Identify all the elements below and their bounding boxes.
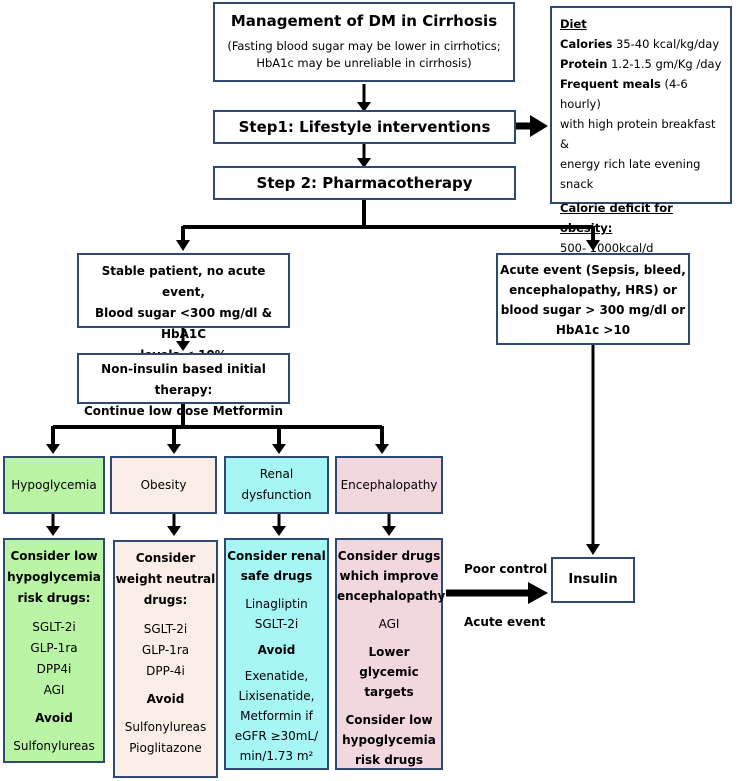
- stable-line2: Blood sugar <300 mg/dl & HbA1C: [94, 306, 273, 341]
- hypo-heading-2: hypoglycemia: [7, 570, 101, 584]
- obesity-detail-box: Consider weight neutral drugs: SGLT-2i G…: [113, 540, 218, 778]
- enceph-consider-1: Consider low: [345, 713, 433, 727]
- insulin-label: Insulin: [568, 572, 618, 587]
- renal-avoid-3: Metformin if: [240, 709, 313, 723]
- deficit-value: 500- 1000kcal/d: [560, 241, 654, 255]
- stable-patient-box: Stable patient, no acute event, Blood su…: [77, 253, 290, 362]
- step2-label: Step 2: Pharmacotherapy: [256, 174, 473, 192]
- obesity-drug-3: DPP-4i: [146, 664, 185, 678]
- renal-avoid-5: min/1.73 m²: [239, 749, 314, 763]
- renal-detail-box: Consider renal safe drugs Linagliptin SG…: [224, 538, 329, 770]
- calories-value: 35-40 kcal/kg/day: [612, 37, 720, 51]
- insulin-box: Insulin: [551, 557, 635, 603]
- title-note-line1: (Fasting blood sugar may be lower in cir…: [227, 39, 501, 53]
- hypo-drug-2: GLP-1ra: [30, 641, 78, 655]
- branch-noninsulin: [51, 404, 384, 446]
- category-renal: Renal dysfunction: [224, 456, 329, 514]
- acute-event-label: Acute event: [464, 615, 546, 629]
- meals-value: (4-6 hourly): [560, 77, 688, 111]
- renal-label-line2: dysfunction: [241, 488, 312, 502]
- renal-avoid-4: eGFR ≥30mL/: [234, 729, 319, 743]
- hypo-drug-3: DPP4i: [36, 662, 72, 676]
- obesity-heading-3: drugs:: [143, 593, 188, 607]
- acute-line1: Acute event (Sepsis, bleed,: [500, 263, 686, 277]
- step1-box: Step1: Lifestyle interventions: [213, 110, 516, 144]
- enceph-lower-1: Lower glycemic: [359, 645, 419, 679]
- meals-line2: with high protein breakfast &: [560, 117, 716, 151]
- noninsulin-box: Non-insulin based initial therapy: Conti…: [77, 353, 290, 418]
- category-obesity: Obesity: [110, 456, 217, 514]
- renal-avoid: Avoid: [257, 643, 296, 657]
- renal-heading-1: Consider renal: [227, 549, 326, 563]
- hypoglycemia-label: Hypoglycemia: [11, 478, 97, 492]
- obesity-avoid-2: Pioglitazone: [129, 741, 202, 755]
- acute-line4: HbA1c >10: [555, 323, 631, 337]
- diet-box: Diet Calories 35-40 kcal/kg/day Protein …: [550, 6, 732, 279]
- obesity-heading-1: Consider: [135, 551, 196, 565]
- branch-step2: [181, 200, 595, 243]
- stable-line1: Stable patient, no acute event,: [101, 264, 266, 299]
- encephalopathy-label: Encephalopathy: [340, 478, 438, 492]
- renal-drug-2: SGLT-2i: [254, 617, 299, 631]
- obesity-avoid: Avoid: [146, 692, 185, 706]
- deficit-heading: Calorie deficit for obesity:: [560, 201, 673, 235]
- hypo-drug-1: SGLT-2i: [32, 620, 76, 634]
- hypo-heading-3: risk drugs:: [17, 591, 91, 605]
- meals-label: Frequent meals: [560, 77, 661, 91]
- renal-avoid-1: Exenatide,: [244, 669, 309, 683]
- hypoglycemia-detail-box: Consider low hypoglycemia risk drugs: SG…: [3, 538, 105, 763]
- encephalopathy-detail-box: Consider drugs which improve encephalopa…: [335, 538, 446, 770]
- noninsulin-line2: Continue low dose Metformin: [83, 404, 284, 418]
- hypo-avoid: Avoid: [35, 711, 73, 725]
- obesity-heading-2: weight neutral: [115, 572, 216, 586]
- meals-line3: energy rich late evening snack: [560, 157, 701, 191]
- category-hypoglycemia: Hypoglycemia: [3, 456, 105, 514]
- enceph-heading-2: which improve: [339, 569, 439, 583]
- diet-heading: Diet: [560, 17, 587, 31]
- arrows-category-to-detail: [51, 514, 391, 528]
- protein-label: Protein: [560, 57, 608, 71]
- enceph-heading-1: Consider drugs: [337, 549, 441, 563]
- hypo-heading-1: Consider low: [10, 549, 98, 563]
- protein-value: 1.2-1.5 gm/Kg /day: [607, 57, 722, 71]
- obesity-drug-1: SGLT-2i: [143, 622, 188, 636]
- diagram-title: Management of DM in Cirrhosis: [230, 12, 498, 30]
- enceph-consider-3: risk drugs: [354, 753, 424, 767]
- obesity-avoid-1: Sulfonylureas: [124, 720, 207, 734]
- enceph-lower-2: targets: [364, 685, 414, 699]
- hypo-drug-4: AGI: [43, 683, 65, 697]
- calories-label: Calories: [560, 37, 613, 51]
- hypo-avoid-1: Sulfonylureas: [13, 739, 95, 753]
- step2-box: Step 2: Pharmacotherapy: [213, 166, 516, 200]
- enceph-heading-3: encephalopathy: [337, 589, 446, 603]
- renal-heading-2: safe drugs: [240, 569, 313, 583]
- renal-drug-1: Linagliptin: [245, 597, 308, 611]
- step1-label: Step1: Lifestyle interventions: [238, 118, 491, 136]
- enceph-consider-2: hypoglycemia: [342, 733, 436, 747]
- obesity-drug-2: GLP-1ra: [141, 643, 190, 657]
- acute-line3: blood sugar > 300 mg/dl or: [500, 303, 686, 317]
- enceph-drug-1: AGI: [378, 617, 400, 631]
- obesity-label: Obesity: [140, 478, 187, 492]
- acute-event-box: Acute event (Sepsis, bleed, encephalopat…: [496, 253, 690, 345]
- title-box: Management of DM in Cirrhosis (Fasting b…: [213, 2, 515, 82]
- renal-avoid-2: Lixisenatide,: [238, 689, 315, 703]
- acute-line2: encephalopathy, HRS) or: [509, 283, 677, 297]
- poor-control-label: Poor control: [464, 562, 548, 576]
- title-note-line2: HbA1c may be unreliable in cirrhosis): [256, 56, 472, 70]
- category-encephalopathy: Encephalopathy: [335, 456, 443, 514]
- renal-label-line1: Renal: [259, 467, 294, 481]
- noninsulin-line1: Non-insulin based initial therapy:: [101, 362, 266, 397]
